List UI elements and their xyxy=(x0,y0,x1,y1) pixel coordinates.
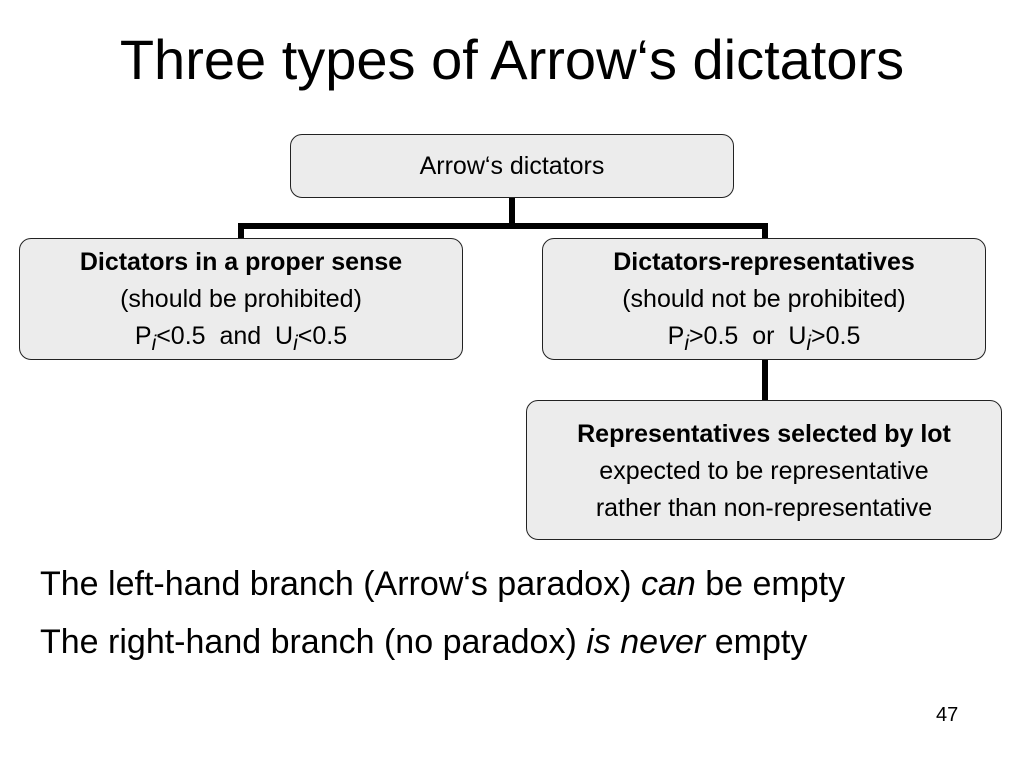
node-left-heading: Dictators in a proper sense xyxy=(79,248,403,276)
cond-right-p: P xyxy=(667,322,685,350)
cond-left-p-relation: <0.5 and U xyxy=(156,322,294,350)
node-representatives-by-lot: Representatives selected by lot expected… xyxy=(526,400,1002,540)
statement-right-end: empty xyxy=(705,623,808,661)
cond-left-p: P xyxy=(134,322,152,350)
cond-right-p-subscript: i xyxy=(684,332,689,355)
connector-left-drop xyxy=(238,223,244,239)
cond-right-u-subscript: i xyxy=(806,332,812,355)
connector-right-drop xyxy=(762,223,768,239)
root-node-label: Arrow‘s dictators xyxy=(419,152,605,180)
connector-root-stem xyxy=(509,198,515,228)
statement-right-branch: The right-hand branch (no paradox) is ne… xyxy=(40,620,807,664)
statement-right-text: The right-hand branch (no paradox) xyxy=(40,623,587,661)
node-dictators-representatives: Dictators-representatives (should not be… xyxy=(542,238,986,360)
statement-left-end: be empty xyxy=(695,565,846,603)
node-lot-line1: expected to be representative xyxy=(599,457,929,485)
node-lot-line2: rather than non-representative xyxy=(595,494,933,522)
statement-left-emphasis: can xyxy=(640,565,696,603)
cond-left-u-subscript: i xyxy=(293,332,298,355)
node-right-heading: Dictators-representatives xyxy=(613,248,915,276)
cond-left-p-subscript: i xyxy=(151,332,157,355)
node-left-condition: Pi<0.5 and Ui<0.5 xyxy=(20,318,462,362)
node-right-note: (should not be prohibited) xyxy=(622,285,906,313)
root-node-arrows-dictators: Arrow‘s dictators xyxy=(290,134,734,198)
slide-title: Three types of Arrow‘s dictators xyxy=(119,28,905,91)
node-right-condition: Pi>0.5 or Ui>0.5 xyxy=(543,318,985,362)
cond-right-p-relation: >0.5 or U xyxy=(688,322,807,350)
statement-left-text: The left-hand branch (Arrow‘s paradox) xyxy=(40,565,641,603)
node-left-note: (should be prohibited) xyxy=(120,285,362,313)
connector-horizontal-bar xyxy=(238,223,768,229)
cond-left-u-relation: <0.5 xyxy=(297,322,348,350)
page-number: 47 xyxy=(936,704,959,726)
connector-right-to-lot xyxy=(762,360,768,401)
node-lot-heading: Representatives selected by lot xyxy=(577,420,951,448)
cond-right-u-relation: >0.5 xyxy=(811,322,861,350)
node-dictators-proper-sense: Dictators in a proper sense (should be p… xyxy=(19,238,463,360)
statement-left-branch: The left-hand branch (Arrow‘s paradox) c… xyxy=(40,562,845,606)
statement-right-emphasis: is never xyxy=(586,623,706,661)
